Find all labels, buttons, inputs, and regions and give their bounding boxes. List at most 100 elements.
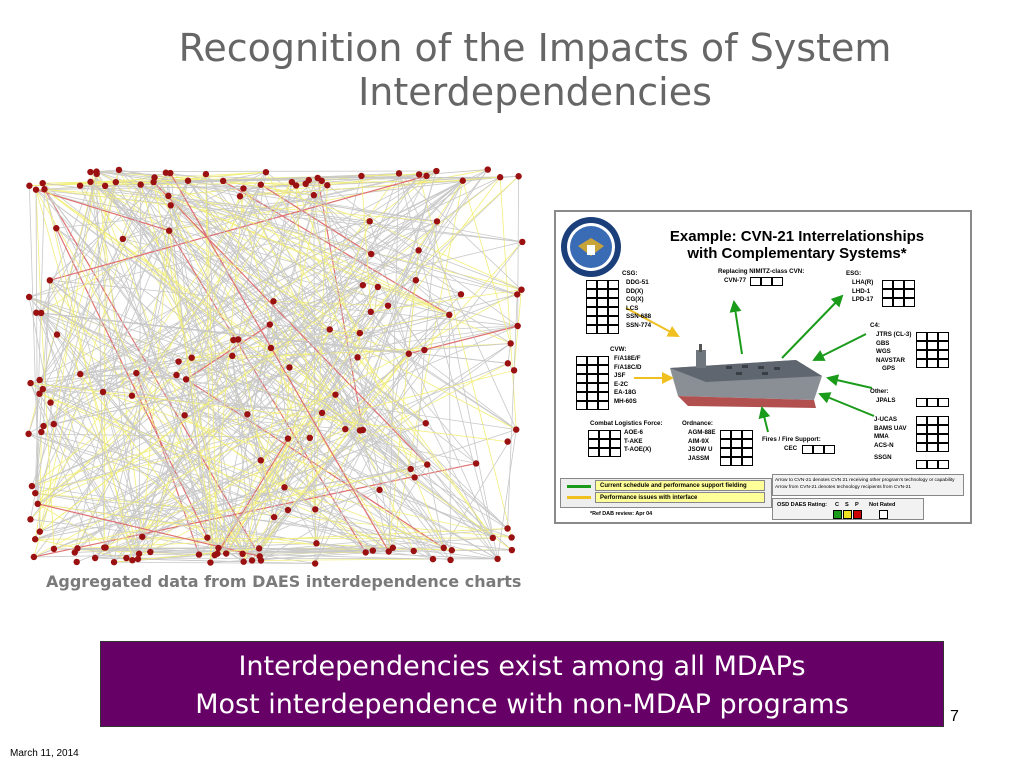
network-edge (103, 253, 372, 548)
network-edge (39, 180, 463, 395)
network-edge (314, 170, 437, 564)
network-edge (40, 181, 117, 314)
network-edge (40, 312, 55, 549)
network-edge (184, 414, 374, 551)
replacing-group: Replacing NIMITZ-class CVN: (718, 268, 804, 277)
network-node (32, 489, 39, 497)
network-node (262, 168, 270, 176)
network-edge (42, 388, 323, 414)
network-node (134, 555, 142, 563)
network-edge (44, 189, 133, 561)
network-edge (28, 296, 262, 561)
ssgn-rating-grid (916, 460, 949, 469)
network-edge (260, 184, 372, 255)
network-edge (104, 428, 346, 548)
network-edge (50, 169, 120, 403)
network-node (27, 379, 34, 387)
network-edge (260, 184, 361, 431)
network-edge (289, 180, 464, 368)
network-edge (126, 429, 517, 559)
network-edge (132, 184, 262, 561)
network-edge (273, 286, 379, 518)
network-edge (218, 353, 410, 549)
esg-item: LHA(R) (852, 279, 874, 286)
network-edge (295, 185, 445, 549)
fires-label: Fires / Fire Support: (762, 436, 821, 443)
yellow-arrow-swatch (567, 496, 591, 499)
c4-item: GPS (882, 365, 896, 373)
replacing-label: Replacing NIMITZ-class CVN: (718, 268, 805, 275)
csg-label: CSG: (622, 270, 638, 277)
network-node (101, 544, 108, 551)
network-node (31, 536, 39, 543)
network-edge (39, 173, 98, 394)
network-edge (28, 433, 275, 518)
network-edge (102, 391, 253, 561)
network-edge (44, 185, 106, 190)
network-edge (372, 464, 428, 551)
network-node (41, 186, 48, 193)
network-node (385, 548, 392, 555)
cvw-item: JSF (614, 372, 626, 380)
network-edge (96, 171, 105, 548)
network-edge (115, 181, 248, 415)
slide-title: Recognition of the Impacts of System Int… (130, 26, 940, 114)
network-edge (313, 194, 498, 560)
network-node (244, 411, 251, 418)
dod-seal-icon (561, 217, 621, 277)
network-edge (499, 177, 517, 430)
network-node (412, 276, 420, 284)
network-edge (35, 189, 243, 555)
network-edge (317, 175, 427, 179)
network-edge (185, 378, 415, 478)
network-edge (150, 550, 373, 553)
network-node (270, 298, 277, 305)
network-edge (43, 325, 518, 427)
cvw-rating-grid (576, 356, 609, 410)
network-edge (103, 185, 106, 548)
network-node (310, 191, 318, 199)
network-node (77, 370, 84, 378)
network-edge (39, 284, 363, 395)
network-edge (34, 189, 45, 494)
network-node (288, 178, 296, 186)
network-edge (153, 181, 227, 554)
network-node (518, 286, 525, 293)
network-node (459, 177, 466, 184)
network-edge (30, 382, 115, 563)
network-edge (222, 180, 372, 313)
replacing-rating-grid (750, 277, 783, 286)
network-edge (31, 414, 185, 487)
network-node (421, 346, 428, 354)
network-edge (28, 296, 248, 415)
network-node (257, 181, 264, 188)
network-node (36, 376, 43, 384)
network-edge (34, 180, 189, 494)
network-edge (424, 343, 511, 351)
network-node (236, 193, 244, 200)
network-node (292, 182, 300, 189)
network-edge (418, 174, 513, 538)
network-edge (39, 393, 452, 551)
network-edge (39, 394, 336, 532)
network-node (91, 554, 99, 562)
network-edge (154, 177, 450, 316)
network-node (255, 545, 263, 552)
network-edge (247, 311, 372, 415)
network-edge (35, 422, 426, 540)
network-node (188, 354, 195, 361)
network-node (389, 544, 397, 551)
clf-group: Combat Logistics Force: (590, 420, 663, 429)
network-edge (329, 329, 498, 560)
network-edge (153, 181, 239, 340)
network-edge (507, 343, 512, 364)
network-node (39, 385, 46, 393)
network-edge (90, 181, 140, 554)
network-edge (170, 205, 289, 439)
rating-not-rated-swatch (879, 510, 888, 519)
network-edge (237, 172, 267, 340)
network-node (410, 547, 417, 555)
network-edge (462, 180, 512, 344)
network-node (429, 555, 437, 563)
network-node (472, 460, 480, 467)
